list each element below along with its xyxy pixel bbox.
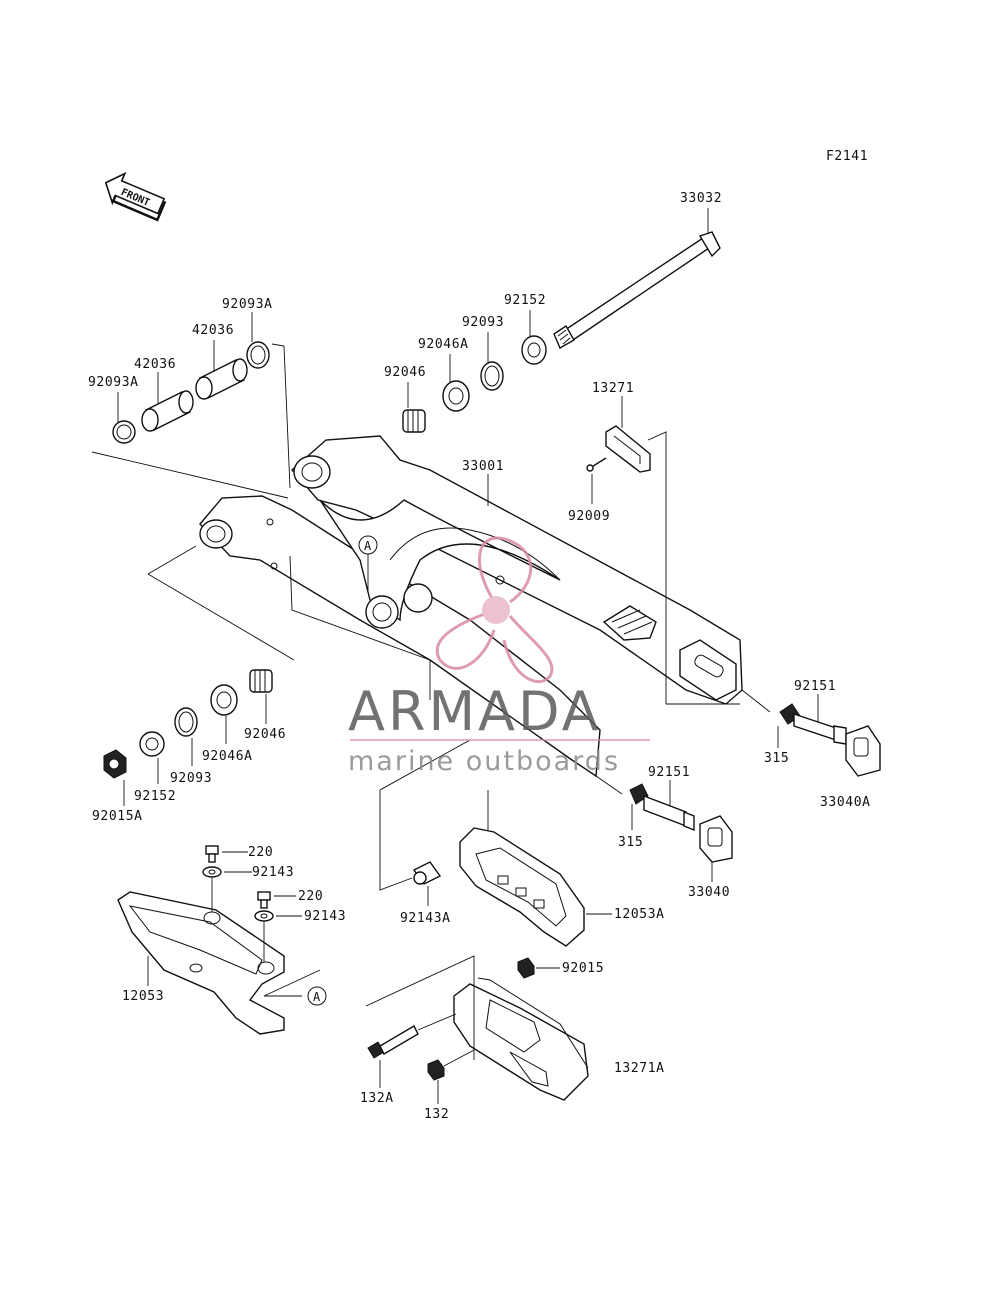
- watermark-tagline: marine outboards: [348, 746, 620, 777]
- label-92093-top: 92093: [462, 315, 504, 330]
- label-42036-left: 42036: [134, 357, 176, 372]
- label-315-right: 315: [764, 751, 789, 766]
- callout-a-arm-text: A: [364, 539, 372, 553]
- adjuster-mid: [629, 783, 733, 863]
- seal-92093A-top: [246, 341, 270, 369]
- label-92143-b: 92143: [304, 909, 346, 924]
- label-92152-bottom: 92152: [134, 789, 176, 804]
- seal-92093-top: [480, 361, 504, 391]
- callout-a-arm: A: [358, 535, 378, 592]
- sleeve-42036-lower: [141, 390, 194, 432]
- bolt-220-a: [205, 845, 219, 863]
- collar-92143A: [412, 861, 442, 885]
- armada-logo-watermark: ARMADA marine outboards: [348, 536, 650, 777]
- seal-92093-bottom: [174, 707, 198, 737]
- label-13271: 13271: [592, 381, 634, 396]
- nut-92015: [517, 957, 535, 979]
- collar-92152-bottom: [139, 731, 165, 757]
- label-92143A: 92143A: [400, 911, 451, 926]
- label-220-b: 220: [298, 889, 323, 904]
- bolt-220-b: [257, 891, 271, 909]
- figure-code: F2141: [826, 149, 868, 164]
- collar-92152-top: [521, 335, 547, 365]
- label-92046-bottom: 92046: [244, 727, 286, 742]
- front-arrow-icon: FRONT: [104, 171, 167, 222]
- chain-guide-13271: [586, 425, 651, 473]
- label-92152-top: 92152: [504, 293, 546, 308]
- label-92151-mid: 92151: [648, 765, 690, 780]
- label-33032: 33032: [680, 191, 722, 206]
- chain-guide-12053A: [459, 827, 585, 947]
- label-92151-right: 92151: [794, 679, 836, 694]
- callout-a-slider: A: [307, 986, 327, 1006]
- seal-92093A-left: [112, 420, 136, 444]
- label-92015: 92015: [562, 961, 604, 976]
- label-92015A: 92015A: [92, 809, 143, 824]
- label-92093A-top: 92093A: [222, 297, 273, 312]
- bolt-132: [427, 1059, 445, 1081]
- washer-92143-b: [254, 910, 274, 922]
- callout-a-slider-text: A: [313, 990, 321, 1004]
- label-132: 132: [424, 1107, 449, 1122]
- label-33001: 33001: [462, 459, 504, 474]
- label-92046A-top: 92046A: [418, 337, 469, 352]
- washer-92143-a: [202, 866, 222, 878]
- sleeve-42036-upper: [195, 358, 248, 400]
- adjuster-right: [779, 703, 881, 777]
- label-33040A: 33040A: [820, 795, 871, 810]
- label-12053A: 12053A: [614, 907, 665, 922]
- bolt-132A: [367, 1025, 419, 1059]
- watermark-brand: ARMADA: [348, 680, 602, 743]
- label-92046A-bottom: 92046A: [202, 749, 253, 764]
- label-92143-a: 92143: [252, 865, 294, 880]
- label-220-a: 220: [248, 845, 273, 860]
- label-33040: 33040: [688, 885, 730, 900]
- label-92093A-left: 92093A: [88, 375, 139, 390]
- label-92046-top: 92046: [384, 365, 426, 380]
- label-12053: 12053: [122, 989, 164, 1004]
- swing-arm: [199, 435, 743, 778]
- label-42036-top: 42036: [192, 323, 234, 338]
- needle-bearing-92046-bottom: [249, 669, 273, 693]
- chain-guide-13271A: [453, 977, 589, 1101]
- nut-92015A: [103, 749, 127, 779]
- label-315-mid: 315: [618, 835, 643, 850]
- needle-bearing-92046-top: [402, 409, 426, 433]
- pivot-shaft: [553, 231, 721, 349]
- label-13271A: 13271A: [614, 1061, 665, 1076]
- bearing-92046A-bottom: [210, 684, 238, 716]
- propeller-logo-icon: [435, 536, 554, 684]
- label-132A: 132A: [360, 1091, 394, 1106]
- label-92093-bottom: 92093: [170, 771, 212, 786]
- chain-slider-12053: [117, 891, 285, 1035]
- bearing-92046A-top: [442, 380, 470, 412]
- label-92009: 92009: [568, 509, 610, 524]
